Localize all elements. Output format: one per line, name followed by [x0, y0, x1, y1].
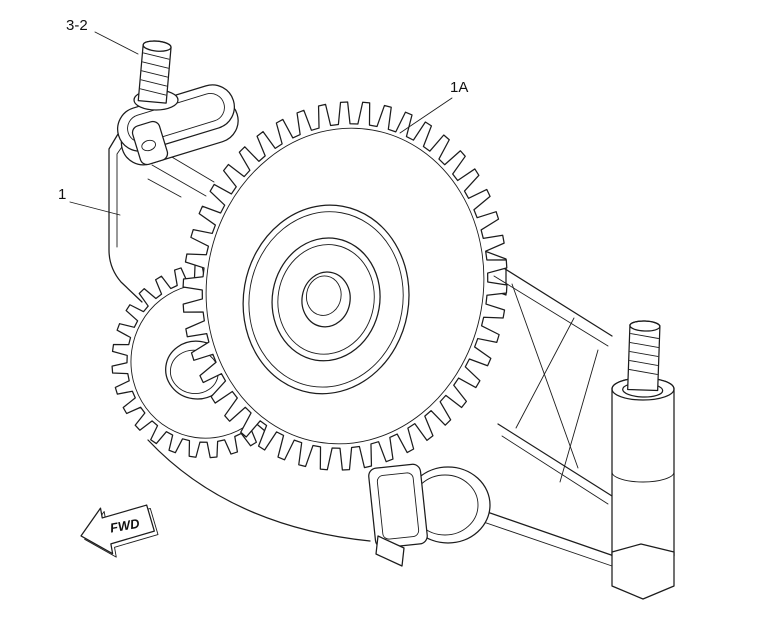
bracket-web-2	[516, 318, 574, 428]
housing-left-inner-edge	[117, 141, 126, 247]
cylinder-hex-base	[612, 544, 674, 599]
hub-boss-inner	[269, 237, 383, 362]
stud-top-threads	[140, 53, 169, 95]
callout-3-2-leader	[95, 32, 138, 54]
housing-web-3	[148, 179, 181, 197]
large-gear-hub	[228, 192, 423, 407]
callout-1a-leader	[400, 98, 452, 133]
hub-bore-inner	[303, 273, 344, 318]
stud-right	[622, 320, 665, 397]
hub-plate-inner	[235, 199, 417, 399]
outlet-foot	[376, 536, 404, 566]
outlet-port	[368, 464, 490, 566]
support-bracket	[466, 250, 614, 566]
stud-right-top	[630, 320, 660, 331]
outlet-flange-plate-inner	[377, 472, 419, 539]
fwd-arrow: FWD	[77, 499, 161, 562]
cylinder-body	[612, 378, 674, 556]
large-gear-face-ring	[181, 106, 508, 466]
fwd-arrow-shadow	[81, 503, 161, 562]
callouts: 3-2 1A 1	[58, 17, 468, 215]
stud-top-top	[143, 40, 172, 52]
bracket-lower-strut	[470, 506, 614, 556]
stud-right-threads	[629, 334, 658, 375]
hub-bore	[298, 268, 355, 330]
bracket-top-chord-inner	[494, 276, 608, 346]
fwd-label: FWD	[109, 516, 141, 536]
inlet-flange-assembly	[112, 40, 243, 170]
bracket-bottom-chord-inner	[502, 436, 608, 504]
bracket-top-chord	[494, 262, 612, 336]
fwd-arrow-outline	[77, 500, 157, 559]
flange-cutout-slot	[131, 120, 169, 166]
callout-1a-label: 1A	[450, 79, 468, 96]
housing-lower-edge	[148, 440, 370, 541]
bracket-web-1	[512, 284, 578, 468]
bracket-bottom-chord	[498, 424, 612, 496]
housing-web-2	[152, 165, 206, 196]
cylinder-step-ring	[612, 472, 674, 482]
stud-top-left	[138, 40, 171, 103]
large-gear	[154, 76, 536, 496]
callout-1-leader	[70, 202, 120, 215]
bracket-web-3	[560, 350, 598, 482]
flange-cutout	[131, 120, 169, 166]
mounting-cylinder-right	[612, 378, 674, 599]
callout-3-2-label: 3-2	[66, 17, 88, 34]
housing-left-edge	[109, 134, 142, 302]
callout-1-label: 1	[58, 186, 66, 203]
bracket-lower-strut-inner	[466, 516, 612, 566]
flange-cutout-hole	[141, 139, 157, 153]
outlet-flange-plate	[368, 464, 428, 549]
